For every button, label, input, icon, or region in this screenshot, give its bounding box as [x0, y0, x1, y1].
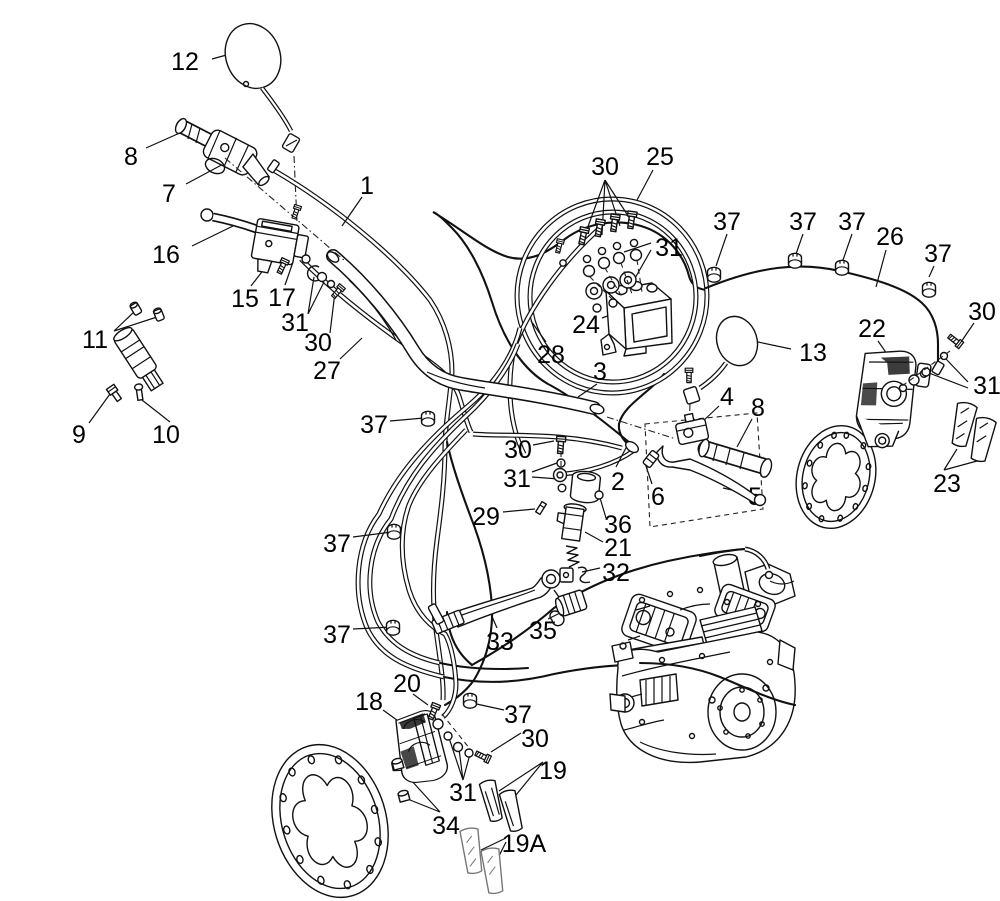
svg-text:34: 34: [432, 812, 460, 840]
svg-text:37: 37: [323, 530, 351, 558]
svg-text:1: 1: [360, 172, 374, 200]
svg-text:22: 22: [858, 315, 886, 343]
svg-text:30: 30: [304, 329, 332, 357]
svg-text:23: 23: [933, 470, 961, 498]
svg-text:21: 21: [604, 534, 632, 562]
svg-text:20: 20: [393, 670, 421, 698]
svg-text:11: 11: [82, 326, 108, 354]
svg-text:19A: 19A: [502, 830, 547, 858]
svg-text:13: 13: [799, 339, 827, 367]
svg-text:8: 8: [751, 394, 765, 422]
svg-text:7: 7: [162, 180, 176, 208]
svg-text:19: 19: [539, 757, 567, 785]
svg-text:37: 37: [504, 701, 532, 729]
svg-text:8: 8: [124, 143, 138, 171]
svg-text:31: 31: [655, 234, 683, 262]
svg-text:10: 10: [152, 421, 180, 449]
svg-text:17: 17: [268, 284, 296, 312]
svg-text:29: 29: [472, 503, 500, 531]
svg-text:24: 24: [572, 311, 600, 339]
svg-text:28: 28: [537, 341, 565, 369]
svg-text:3: 3: [593, 358, 607, 386]
svg-text:4: 4: [720, 383, 734, 411]
svg-text:33: 33: [486, 628, 514, 656]
svg-text:31: 31: [281, 309, 309, 337]
svg-text:9: 9: [72, 421, 86, 449]
svg-text:32: 32: [602, 559, 630, 587]
svg-text:30: 30: [504, 436, 532, 464]
svg-text:31: 31: [503, 465, 531, 493]
svg-text:27: 27: [313, 357, 341, 385]
svg-text:2: 2: [611, 468, 625, 496]
svg-text:18: 18: [355, 688, 383, 716]
svg-text:37: 37: [323, 621, 351, 649]
svg-text:30: 30: [521, 725, 549, 753]
svg-text:30: 30: [968, 298, 996, 326]
svg-text:25: 25: [646, 143, 674, 171]
svg-text:26: 26: [876, 223, 904, 251]
svg-text:6: 6: [651, 483, 665, 511]
svg-text:30: 30: [591, 153, 619, 181]
svg-text:37: 37: [924, 240, 952, 268]
svg-text:31: 31: [449, 779, 477, 807]
svg-text:12: 12: [171, 48, 199, 76]
svg-text:37: 37: [360, 411, 388, 439]
svg-text:37: 37: [789, 208, 817, 236]
svg-text:31: 31: [973, 372, 1000, 400]
svg-text:37: 37: [838, 208, 866, 236]
svg-text:37: 37: [713, 208, 741, 236]
svg-text:15: 15: [231, 285, 259, 313]
svg-text:36: 36: [604, 511, 632, 539]
svg-text:16: 16: [152, 241, 180, 269]
